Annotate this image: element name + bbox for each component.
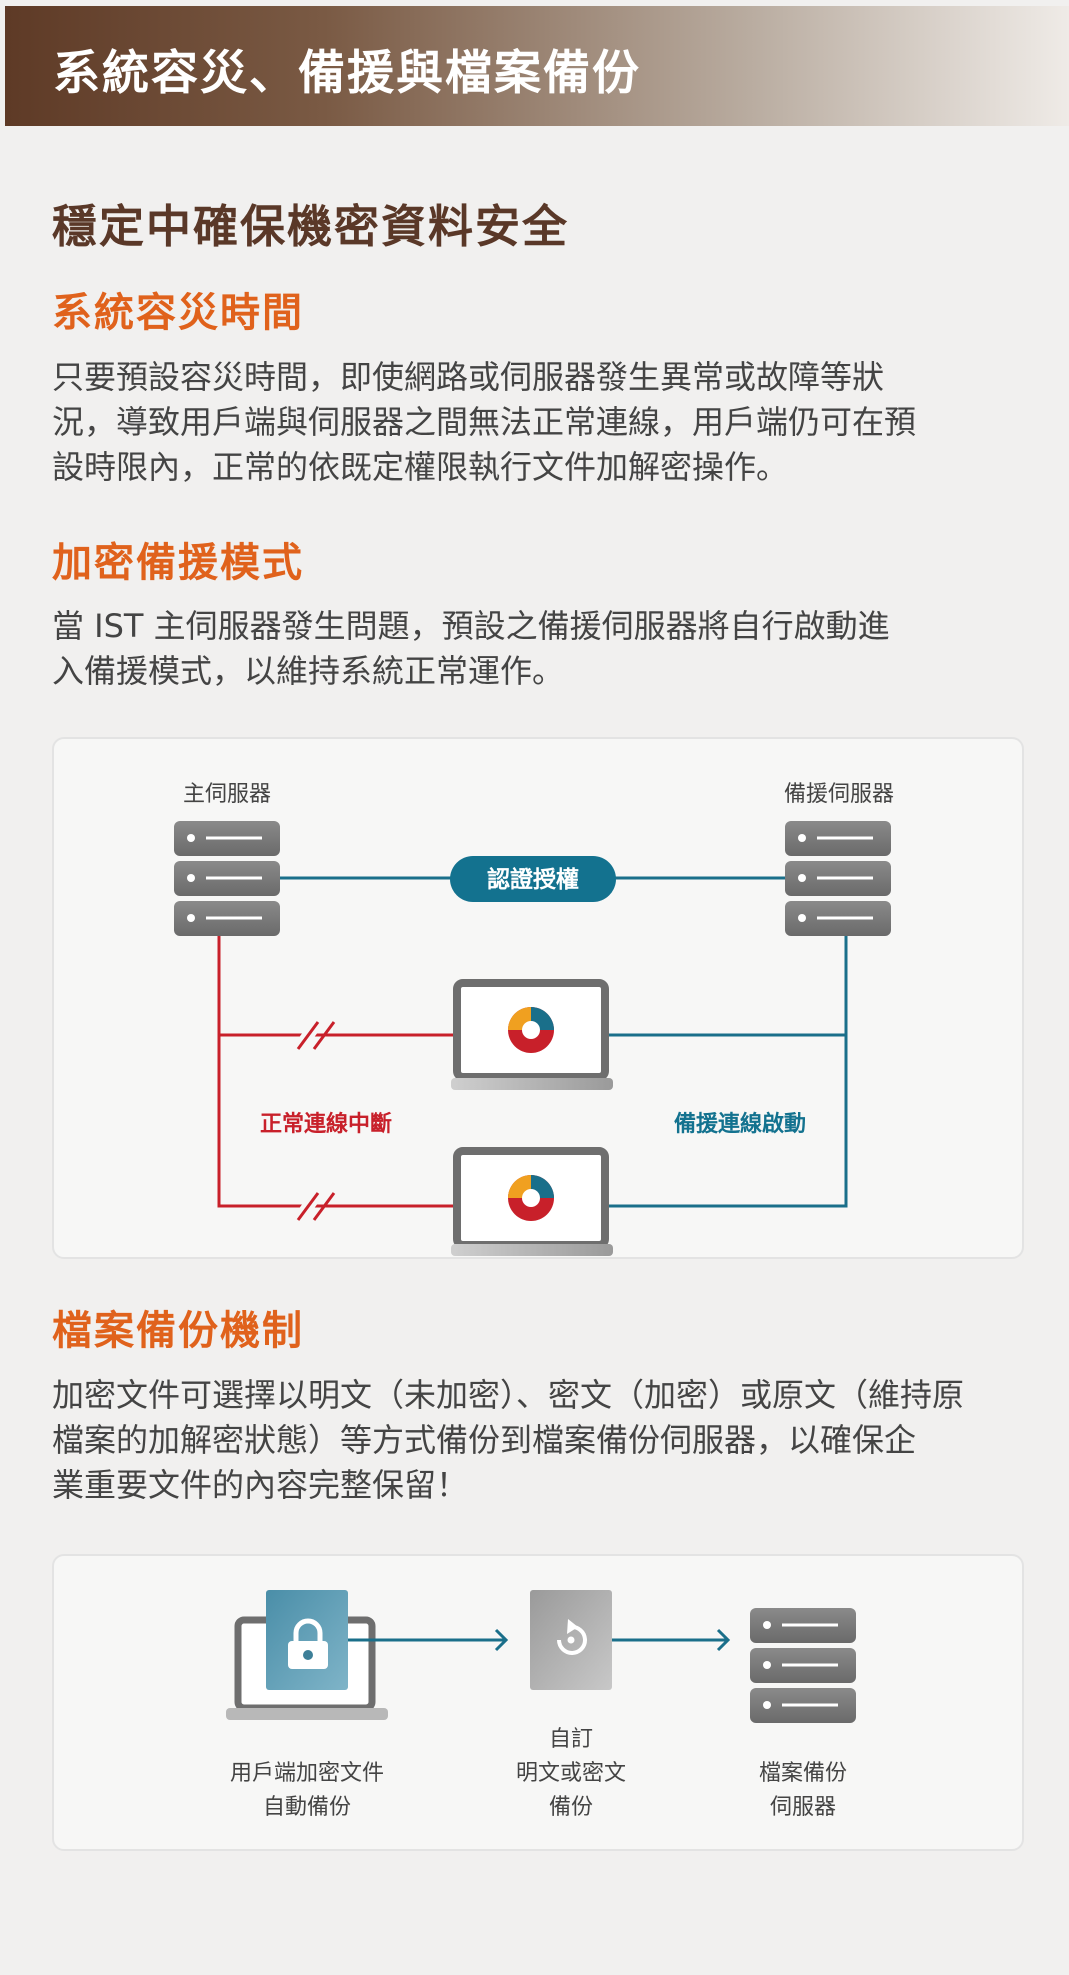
- failover-diagram: 主伺服器 備援伺服器 認證授權: [52, 737, 1024, 1259]
- step2-label: 明文或密文: [516, 1761, 626, 1786]
- backup-link-label: 備援連線啟動: [674, 1111, 806, 1137]
- failover-diagram-svg: 主伺服器 備援伺服器 認證授權: [174, 782, 894, 1256]
- section-text-file-backup: 加密文件可選擇以明文（未加密）、密文（加密）或原文（維持原 檔案的加解密狀態）等…: [52, 1373, 1012, 1508]
- step3-label: 伺服器: [770, 1795, 836, 1820]
- break-mark-icon: [293, 1189, 336, 1224]
- backup-server-icon: [785, 821, 891, 936]
- section-title-disaster: 系統容災時間: [52, 290, 304, 336]
- broken-label: 正常連線中斷: [260, 1111, 392, 1137]
- backup-flow-diagram-svg: 用戶端加密文件 自動備份 自訂 明文或密文 備份 檔案備份 伺服器: [226, 1590, 856, 1820]
- main-server-icon: [174, 821, 280, 936]
- section-text-backup-mode: 當 IST 主伺服器發生問題，預設之備援伺服器將自行啟動進 入備援模式，以維持系…: [52, 604, 1012, 694]
- text-line: 只要預設容災時間，即使網路或伺服器發生異常或故障等狀: [52, 358, 885, 396]
- step3-label: 檔案備份: [759, 1761, 847, 1786]
- step1-label: 自動備份: [263, 1795, 351, 1820]
- arrow-right-icon: [494, 1628, 509, 1652]
- header-banner: 系統容災、備援與檔案備份: [5, 6, 1069, 126]
- text-line: 設時限內，正常的依既定權限執行文件加解密操作。: [52, 448, 789, 486]
- subtitle: 穩定中確保機密資料安全: [52, 200, 570, 253]
- step2-label: 自訂: [549, 1727, 593, 1752]
- client-laptop-icon: [451, 1147, 613, 1256]
- page-title: 系統容災、備援與檔案備份: [53, 46, 641, 101]
- broken-link-line-2: [217, 1035, 454, 1208]
- auth-pill: [450, 856, 616, 902]
- backup-server-label: 備援伺服器: [784, 782, 894, 807]
- main-server-label: 主伺服器: [183, 782, 271, 807]
- restore-file-icon: [530, 1590, 612, 1690]
- text-line: 加密文件可選擇以明文（未加密）、密文（加密）或原文（維持原: [52, 1376, 965, 1414]
- step1-label: 用戶端加密文件: [230, 1761, 384, 1786]
- break-mark-icon: [293, 1018, 336, 1053]
- section-title-backup-mode: 加密備援模式: [52, 540, 304, 586]
- step2-label: 備份: [549, 1795, 593, 1820]
- section-title-file-backup: 檔案備份機制: [52, 1308, 304, 1354]
- arrow-right-icon: [716, 1628, 731, 1652]
- text-line: 入備援模式，以維持系統正常運作。: [52, 652, 565, 690]
- section-text-disaster: 只要預設容災時間，即使網路或伺服器發生異常或故障等狀 況，導致用戶端與伺服器之間…: [52, 355, 1012, 490]
- auth-label: 認證授權: [487, 866, 579, 893]
- text-line: 業重要文件的內容完整保留！: [52, 1466, 469, 1504]
- broken-link-line-1: [217, 936, 454, 1037]
- backup-link-line-1: [606, 936, 848, 1037]
- laptop-lock-icon: [226, 1590, 388, 1720]
- backup-link-line-2: [606, 1035, 848, 1208]
- client-laptop-icon: [451, 979, 613, 1090]
- text-line: 當 IST 主伺服器發生問題，預設之備援伺服器將自行啟動進: [52, 607, 890, 645]
- backup-flow-diagram: 用戶端加密文件 自動備份 自訂 明文或密文 備份 檔案備份 伺服器: [52, 1554, 1024, 1851]
- server-icon: [750, 1608, 856, 1723]
- text-line: 況，導致用戶端與伺服器之間無法正常連線，用戶端仍可在預: [52, 403, 917, 441]
- text-line: 檔案的加解密狀態）等方式備份到檔案備份伺服器，以確保企: [52, 1421, 917, 1459]
